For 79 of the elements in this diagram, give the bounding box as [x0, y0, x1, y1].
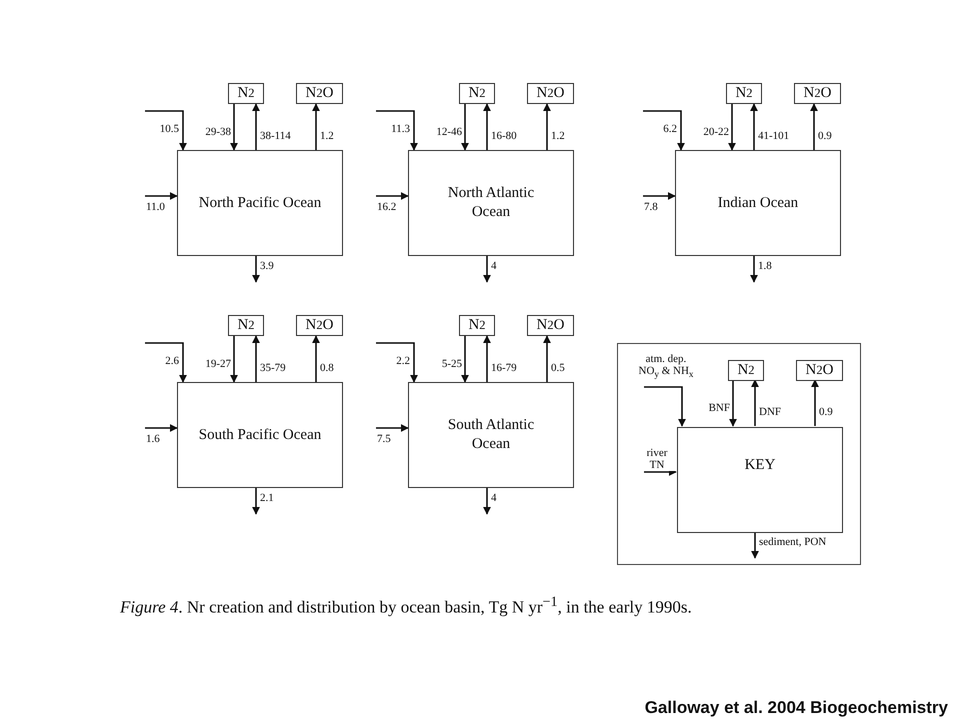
- arrow: [376, 424, 409, 432]
- edge-label: 20-22: [702, 126, 730, 138]
- edge-label: 19-27: [204, 358, 232, 370]
- edge-label: 2.1: [259, 492, 275, 504]
- arrow: [376, 342, 418, 383]
- ocean-box: South Atlantic Ocean: [408, 382, 574, 488]
- edge-label: 16.2: [376, 201, 398, 213]
- arrow: [483, 335, 491, 382]
- edge-label: 2.6: [164, 355, 180, 367]
- edge-label: 1.8: [757, 260, 773, 272]
- arrow: [543, 335, 551, 382]
- edge-label: 38-114: [259, 130, 292, 142]
- arrow: [312, 103, 320, 150]
- arrow: [376, 110, 418, 151]
- edge-label: 3.9: [259, 260, 275, 272]
- arrow: [643, 192, 676, 200]
- edge-label: sediment, PON: [758, 536, 828, 548]
- edge-label: 16-80: [490, 130, 518, 142]
- arrow: [376, 192, 409, 200]
- arrow: [729, 380, 737, 427]
- arrow: [643, 110, 685, 151]
- edge-label: 11.0: [145, 201, 166, 213]
- edge-label: 0.5: [550, 362, 566, 374]
- arrow: [252, 103, 260, 150]
- arrow: [252, 335, 260, 382]
- arrow: [312, 335, 320, 382]
- arrow: [811, 379, 819, 426]
- ocean-box: Indian Ocean: [675, 150, 841, 256]
- arrow: [145, 192, 178, 200]
- arrow: [252, 488, 260, 515]
- arrow: [751, 532, 759, 559]
- arrow: [810, 103, 818, 150]
- arrow: [461, 104, 469, 151]
- edge-label: DNF: [758, 406, 782, 418]
- arrow: [728, 104, 736, 151]
- arrow: [644, 386, 686, 427]
- edge-label: 41-101: [757, 130, 790, 142]
- edge-label: 11.3: [390, 123, 411, 135]
- edge-label: 1.2: [319, 130, 335, 142]
- arrow: [483, 103, 491, 150]
- arrow: [145, 342, 187, 383]
- edge-label: 35-79: [259, 362, 287, 374]
- arrow: [750, 103, 758, 150]
- ocean-box: North Atlantic Ocean: [408, 150, 574, 256]
- edge-label: 2.2: [395, 355, 411, 367]
- ocean-box: KEY: [677, 427, 843, 533]
- arrow: [230, 104, 238, 151]
- edge-label: 0.8: [319, 362, 335, 374]
- arrow: [145, 424, 178, 432]
- edge-label: 0.9: [817, 130, 833, 142]
- source-note: Galloway et al. 2004 Biogeochemistry: [644, 698, 948, 718]
- edge-label: 4: [490, 492, 498, 504]
- edge-label: BNF: [708, 402, 731, 414]
- edge-label: 1.2: [550, 130, 566, 142]
- edge-label: 5-25: [440, 358, 463, 370]
- arrow: [461, 336, 469, 383]
- arrow: [230, 336, 238, 383]
- key-frame: [617, 343, 861, 565]
- arrow: [252, 256, 260, 283]
- edge-label: atm. dep. NO$_{y}$ & NH$_{x}$: [636, 353, 696, 380]
- edge-label: 4: [490, 260, 498, 272]
- edge-label: 6.2: [662, 123, 678, 135]
- edge-label: 7.8: [643, 201, 659, 213]
- ocean-box: South Pacific Ocean: [177, 382, 343, 488]
- arrow: [543, 103, 551, 150]
- edge-label: 16-79: [490, 362, 518, 374]
- edge-label: 12-46: [435, 126, 463, 138]
- arrow: [483, 488, 491, 515]
- arrow: [751, 379, 759, 426]
- arrow: [483, 256, 491, 283]
- edge-label: 10.5: [158, 123, 180, 135]
- ocean-box: North Pacific Ocean: [177, 150, 343, 256]
- edge-label: 1.6: [145, 433, 161, 445]
- arrow: [145, 110, 187, 151]
- edge-label: 0.9: [818, 406, 834, 418]
- edge-label: 29-38: [204, 126, 232, 138]
- edge-label: 7.5: [376, 433, 392, 445]
- figure-caption: Figure 4. Nr creation and distribution by ocean basin, Tg N yr$^{−1}$, in the early 1990s.: [120, 594, 692, 618]
- arrow: [750, 256, 758, 283]
